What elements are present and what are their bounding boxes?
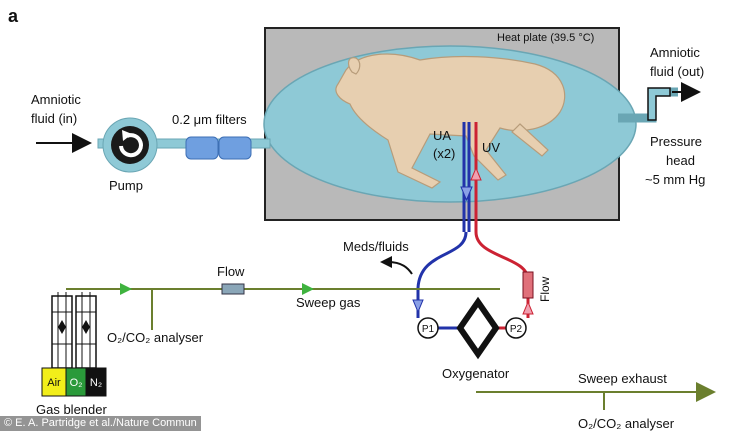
amniotic-out-label: Amniotic fluid (out): [650, 45, 704, 79]
pump: [102, 117, 158, 173]
air-inlet: [41, 367, 67, 397]
filter-2: [218, 136, 252, 160]
panel-label: a: [8, 6, 19, 26]
pressure-sensor-p1: [417, 317, 439, 339]
fluid-in-tube: [97, 138, 271, 149]
gas-flow-arrow-2: [302, 283, 314, 295]
pump-label: Pump: [109, 178, 143, 193]
sweep-gas-label: Sweep gas: [296, 295, 361, 310]
venous-flow-arrow: [522, 300, 534, 315]
blood-flow-meter: [522, 271, 534, 299]
meds-fluids-label: Meds/fluids: [343, 239, 409, 254]
n2-inlet: [85, 367, 107, 397]
filters-label: 0.2 μm filters: [172, 112, 247, 127]
pressure-head-reservoir: [647, 87, 671, 121]
p2-label: P2: [510, 324, 523, 335]
air-label: Air: [47, 377, 61, 389]
p1-label: P1: [422, 324, 435, 335]
ua-flow-arrow: [460, 186, 473, 202]
image-credit: © E. A. Partridge et al./Nature Commun: [0, 416, 201, 431]
gas-flow-arrow-1: [120, 283, 132, 295]
arterial-circuit-line: [416, 231, 468, 318]
blood-flow-label: Flow: [538, 276, 552, 302]
o2-label: O₂: [70, 377, 83, 389]
uv-label: UV: [482, 140, 500, 155]
uv-flow-arrow: [470, 166, 482, 181]
arterial-flow-arrow: [412, 299, 424, 314]
ua-label: UA (x2): [433, 128, 455, 161]
gas-blender-label: Gas blender: [36, 402, 107, 417]
fetal-lamb-illustration: [335, 53, 566, 189]
analyser-left-label: O₂/CO₂ analyser: [107, 330, 204, 345]
oxygenator: [456, 296, 500, 360]
venous-circuit-line: [474, 231, 530, 318]
amniotic-in-label: Amniotic fluid (in): [31, 92, 84, 126]
heat-plate-label: Heat plate (39.5 °C): [497, 32, 594, 44]
sweep-exhaust-label: Sweep exhaust: [578, 371, 667, 386]
pressure-sensor-p2: [505, 317, 527, 339]
meds-arrow: [380, 256, 392, 268]
analyser-right-label: O₂/CO₂ analyser: [578, 416, 675, 431]
gas-blender: [51, 292, 97, 369]
oxygenator-label: Oxygenator: [442, 366, 510, 381]
pressure-head-label: Pressure head ~5 mm Hg: [645, 134, 706, 187]
n2-label: N₂: [90, 377, 102, 389]
filter-1: [185, 136, 219, 160]
gas-flow-meter: [221, 283, 245, 295]
gas-flow-label: Flow: [217, 264, 245, 279]
